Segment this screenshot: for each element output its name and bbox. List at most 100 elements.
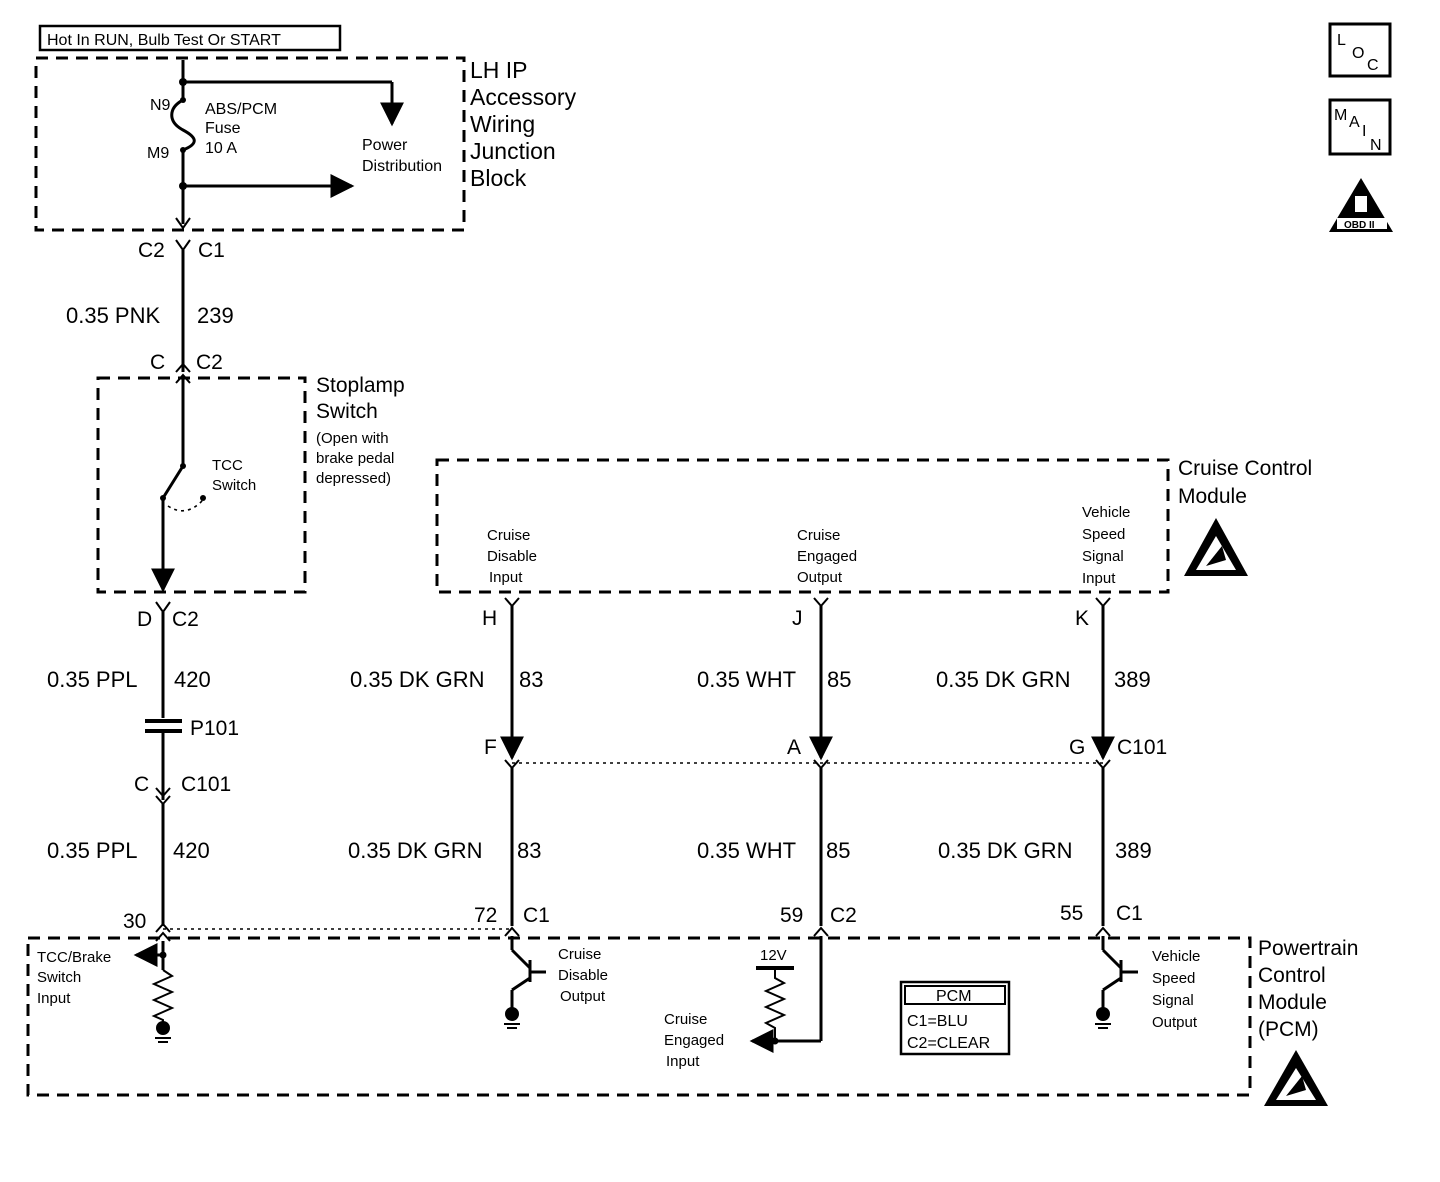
svg-text:Input: Input [489, 569, 523, 586]
pcm-pin-59: 59 [780, 904, 803, 927]
conn-stoplamp-out-right: C2 [172, 608, 199, 631]
conn-c101-ppl-right: C101 [181, 773, 231, 796]
c101-pin-g: G [1069, 736, 1085, 759]
svg-text:Block: Block [470, 165, 527, 191]
conn-top-right: C1 [198, 239, 225, 262]
svg-text:Engaged: Engaged [797, 548, 857, 565]
svg-text:OBD II: OBD II [1344, 220, 1375, 231]
conn-stoplamp-in-right: C2 [196, 351, 223, 374]
wire-lower-2-circuit: 85 [826, 838, 850, 863]
esd-warning-icon-cruise [1184, 518, 1248, 576]
wire-lower-1-circuit: 83 [517, 838, 541, 863]
resistor-icon [151, 969, 175, 1026]
power-label-box [38, 24, 342, 52]
pcm-legend-box: PCM C1=BLU C2=CLEAR [899, 980, 1011, 1056]
fuse-icon [170, 98, 196, 152]
pcm-outline [26, 936, 1252, 1097]
conn-c101-ppl-left: C [134, 773, 149, 796]
svg-text:L: L [1337, 32, 1346, 49]
loc-icon: L O C [1328, 22, 1392, 78]
splice-p101-label: P101 [190, 717, 239, 740]
svg-text:Fuse: Fuse [205, 120, 241, 137]
svg-text:N: N [1370, 137, 1382, 154]
svg-text:C2=CLEAR: C2=CLEAR [907, 1035, 990, 1052]
svg-text:TCC: TCC [212, 457, 243, 474]
svg-text:C1=BLU: C1=BLU [907, 1013, 968, 1030]
svg-text:Switch: Switch [316, 400, 378, 423]
cruise-pin-j: J [792, 607, 803, 630]
svg-text:PCM: PCM [936, 988, 972, 1005]
pcm-pin-72-conn: C1 [523, 904, 550, 927]
svg-text:Distribution: Distribution [362, 158, 442, 175]
conn-stoplamp-out-left: D [137, 608, 152, 631]
cruise-module-name: Cruise Control Module [1178, 457, 1312, 508]
power-distribution-label: Power Distribution [362, 137, 442, 175]
wire-pnk-label: 0.35 PNK [66, 303, 160, 328]
svg-text:Engaged: Engaged [664, 1032, 724, 1049]
svg-text:Junction: Junction [470, 138, 556, 164]
cruise-engaged-input-label: Cruise Engaged Input [664, 1011, 724, 1070]
svg-text:Vehicle: Vehicle [1152, 948, 1200, 965]
svg-text:C: C [1367, 57, 1379, 74]
svg-text:Vehicle: Vehicle [1082, 504, 1130, 521]
svg-text:Signal: Signal [1152, 992, 1194, 1009]
pcm-pin-72: 72 [474, 904, 497, 927]
svg-text:Input: Input [666, 1053, 700, 1070]
svg-text:Powertrain: Powertrain [1258, 937, 1358, 960]
esd-warning-icon-pcm [1264, 1050, 1328, 1106]
pullup-resistor-icon [763, 968, 787, 1041]
connector-top [175, 239, 191, 252]
stoplamp-switch-outline [96, 376, 307, 594]
wire-lower-2-label: 0.35 WHT [697, 838, 796, 863]
obd-icon: OBD II [1329, 178, 1393, 232]
svg-text:Module: Module [1178, 485, 1247, 508]
pcm-pin-55-conn: C1 [1116, 902, 1143, 925]
wire-ppl-lower-label: 0.35 PPL [47, 838, 138, 863]
conn-stoplamp-in-left: C [150, 351, 165, 374]
wire-upper-3-label: 0.35 DK GRN [936, 667, 1071, 692]
svg-text:ABS/PCM: ABS/PCM [205, 101, 277, 118]
junction-block-name: LH IP Accessory Wiring Junction Block [470, 57, 577, 191]
svg-text:I: I [1362, 123, 1366, 140]
svg-text:Cruise: Cruise [664, 1011, 707, 1028]
wire-upper-3-circuit: 389 [1114, 667, 1151, 692]
stoplamp-switch-name: Stoplamp Switch [316, 374, 405, 423]
fuse-label: ABS/PCM Fuse 10 A [205, 101, 277, 157]
svg-text:Speed: Speed [1082, 526, 1125, 543]
wire-upper-2-label: 0.35 WHT [697, 667, 796, 692]
svg-text:Cruise: Cruise [487, 527, 530, 544]
svg-text:Output: Output [797, 569, 843, 586]
svg-text:brake pedal: brake pedal [316, 450, 394, 467]
tcc-switch-label: TCC Switch [212, 457, 256, 494]
wire-lower-1-label: 0.35 DK GRN [348, 838, 483, 863]
cruise-disable-output-label: Cruise Disable Output [558, 946, 608, 1005]
cruise-pin-h: H [482, 607, 497, 630]
tcc-switch-icon [160, 463, 206, 512]
tcc-brake-input-label: TCC/Brake Switch Input [37, 949, 111, 1007]
svg-text:Stoplamp: Stoplamp [316, 374, 405, 397]
svg-text:Switch: Switch [37, 969, 81, 986]
wire-upper-2-circuit: 85 [827, 667, 851, 692]
wire-upper-1-circuit: 83 [519, 667, 543, 692]
svg-text:Power: Power [362, 137, 408, 154]
ground-icon-tcc [155, 1021, 171, 1043]
svg-text:Wiring: Wiring [470, 111, 535, 137]
svg-text:Switch: Switch [212, 477, 256, 494]
splice-p101-icon [145, 719, 182, 733]
svg-text:(PCM): (PCM) [1258, 1018, 1319, 1041]
pcm-pin-59-conn: C2 [830, 904, 857, 927]
fuse-pin-in: N9 [150, 97, 171, 114]
svg-text:Cruise: Cruise [797, 527, 840, 544]
svg-text:Output: Output [560, 988, 606, 1005]
svg-text:TCC/Brake: TCC/Brake [37, 949, 111, 966]
svg-text:depressed): depressed) [316, 470, 391, 487]
main-icon: M A I N [1328, 98, 1392, 156]
pcm-pin-30: 30 [123, 910, 146, 933]
svg-text:Signal: Signal [1082, 548, 1124, 565]
transistor-icon-vss [1095, 936, 1138, 1029]
svg-text:LH IP: LH IP [470, 57, 528, 83]
cruise-vss-input-label: Vehicle Speed Signal Input [1082, 504, 1130, 587]
svg-text:M: M [1334, 107, 1347, 124]
svg-text:10 A: 10 A [205, 140, 237, 157]
